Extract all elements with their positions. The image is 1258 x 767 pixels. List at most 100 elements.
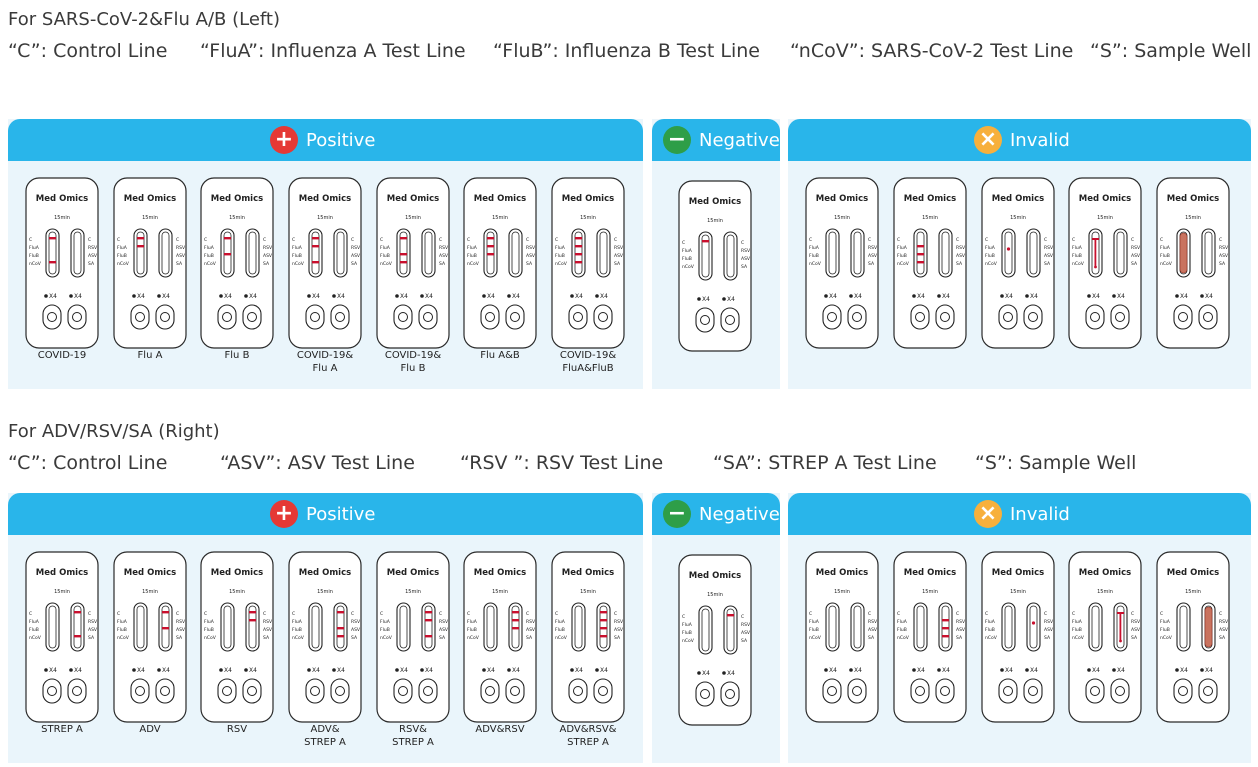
drop-count-label: X4 [337, 667, 345, 674]
left-line-label: FluA [204, 619, 215, 625]
right-window [421, 602, 436, 652]
right-window [333, 228, 348, 278]
right-line-label: C [88, 611, 91, 617]
left-line-label: C [1160, 611, 1163, 617]
timer-label: 15min [317, 589, 333, 595]
drop-count-label: X4 [1117, 293, 1125, 300]
left-line-label: FluB [1072, 253, 1082, 259]
drop-icon [482, 294, 486, 298]
left-line-label: C [29, 611, 32, 617]
right-line-label: ASV [614, 253, 624, 259]
left-line-label: nCoV [117, 261, 130, 267]
cassette-caption: Flu A&B [445, 349, 555, 362]
left-line-label: FluA [897, 619, 908, 625]
caption-line: STREP A [41, 724, 83, 735]
left-line-label: nCoV [292, 635, 305, 641]
drop-icon [722, 671, 726, 675]
right-line-label: RSV [526, 245, 536, 251]
left-line-label: FluB [204, 253, 214, 259]
drop-icon [157, 668, 161, 672]
drop-count-label: X4 [249, 667, 257, 674]
brand-logo: Med Omics [992, 568, 1044, 578]
drop-icon [824, 668, 828, 672]
invalid-panel-header: ×Invalid [788, 119, 1251, 161]
timer-label: 15min [54, 215, 70, 221]
drop-icon [44, 668, 48, 672]
right-line-label: RSV [1044, 619, 1054, 625]
right-line-label: RSV [868, 245, 878, 251]
left-line-label: C [809, 611, 812, 617]
left-line-label: FluB [467, 253, 477, 259]
negative-panel-header: −Negative [652, 493, 780, 535]
brand-logo: Med Omics [387, 568, 439, 578]
right-line-label: ASV [351, 627, 361, 633]
left-line-label: FluB [682, 630, 692, 636]
legend-item: “RSV ”: RSV Test Line [460, 452, 664, 474]
positive-panel-header: +Positive [8, 493, 643, 535]
timer-label: 15min [142, 589, 158, 595]
drop-count-label: X4 [337, 293, 345, 300]
test-line [425, 611, 432, 614]
left-window-strip [399, 605, 408, 649]
right-line-label: C [868, 611, 871, 617]
sample-well-hole [573, 312, 583, 322]
right-line-label: SA [263, 261, 270, 267]
left-window-strip [701, 234, 710, 278]
left-line-label: FluB [555, 627, 565, 633]
drop-icon [44, 294, 48, 298]
minus-icon: − [663, 126, 691, 154]
sample-well-hole [423, 312, 433, 322]
right-line-label: SA [176, 635, 183, 641]
right-line-label: SA [263, 635, 270, 641]
right-line-label: RSV [1131, 245, 1141, 251]
left-window-strip [48, 231, 57, 275]
test-dot [1006, 247, 1011, 251]
test-line [224, 253, 231, 256]
right-line-label: C [741, 614, 744, 620]
right-window [70, 602, 85, 652]
left-line-label: FluB [292, 253, 302, 259]
sample-well-hole [485, 312, 495, 322]
drop-icon [937, 294, 941, 298]
right-line-label: RSV [956, 245, 966, 251]
sample-well-hole [135, 312, 145, 322]
sample-well-hole [47, 312, 57, 322]
right-line-label: ASV [176, 253, 186, 259]
drop-icon [595, 668, 599, 672]
drop-icon [395, 294, 399, 298]
right-line-label: SA [868, 261, 875, 267]
right-line-label: C [868, 237, 871, 243]
right-window [245, 602, 260, 652]
test-line [312, 245, 319, 248]
timer-label: 15min [229, 215, 245, 221]
right-line-label: ASV [88, 627, 98, 633]
right-window-strip [726, 234, 735, 278]
left-window-strip [701, 608, 710, 652]
left-line-label: C [117, 237, 120, 243]
drop-icon [69, 668, 73, 672]
right-window [1113, 228, 1128, 278]
right-window [70, 228, 85, 278]
caption-line: FluA&FluB [562, 363, 614, 374]
timer-label: 15min [707, 592, 723, 598]
right-window-strip [941, 231, 950, 275]
test-line [312, 237, 319, 240]
right-line-label: RSV [439, 245, 449, 251]
right-line-label: RSV [1044, 245, 1054, 251]
right-line-label: SA [956, 261, 963, 267]
right-line-label: SA [741, 264, 748, 270]
sample-well-hole [827, 312, 837, 322]
positive-panel-label: Positive [306, 129, 376, 151]
left-line-label: FluA [292, 245, 303, 251]
right-line-label: C [1219, 237, 1222, 243]
right-line-label: RSV [956, 619, 966, 625]
